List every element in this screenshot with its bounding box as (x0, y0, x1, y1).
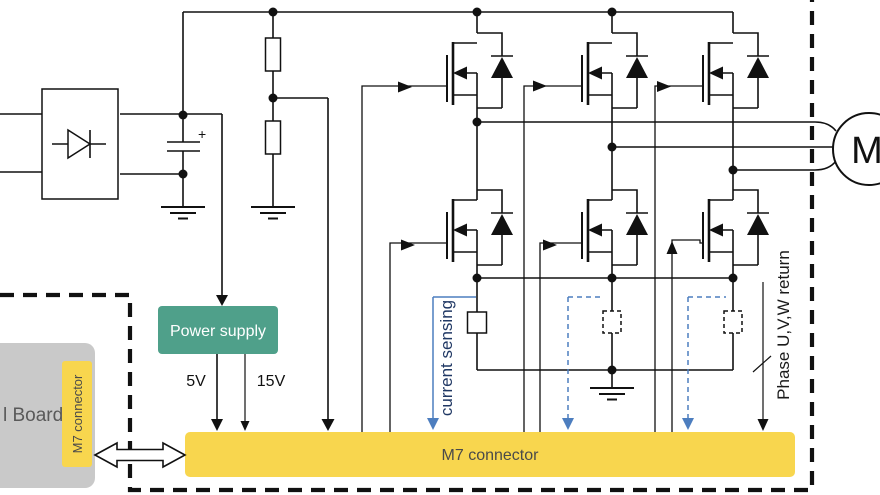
control-board-block: l Board M7 connector (0, 343, 95, 488)
supply-5v-label: 5V (186, 373, 206, 390)
phase-return-label: Phase U,V,W return (774, 250, 793, 400)
current-sensing-label: current sensing (437, 300, 456, 416)
control-board-label: l Board (3, 405, 63, 426)
ground-icon (250, 206, 296, 220)
ground-icon (160, 206, 206, 220)
gate-drive-lines (361, 80, 703, 432)
current-sense-lines (427, 296, 726, 430)
board-m7-connector-strip (62, 361, 92, 467)
power-supply-label: Power supply (170, 323, 266, 340)
resistor-top (264, 37, 282, 72)
m7-connector-label: M7 connector (442, 447, 540, 464)
rectifier-block (41, 88, 119, 200)
capacitor-plus-label: + (198, 126, 206, 142)
bridge-wires (476, 95, 734, 388)
mosfet-low-v (580, 188, 650, 267)
mosfet-high-u (445, 31, 515, 110)
mosfet-low-w (701, 188, 771, 267)
junction-dots (178, 7, 738, 375)
mosfet-low-u (445, 188, 515, 267)
mosfet-high-w (701, 31, 771, 110)
rectifier-diode-icon (52, 128, 106, 160)
motor-label: M (851, 130, 880, 172)
shunt-resistor-optional-v (602, 310, 622, 334)
divider-resistors (264, 37, 282, 155)
board-connector-link-arrow (93, 441, 187, 469)
supply-15v-label: 15V (257, 373, 286, 390)
shunt-resistor-main (466, 311, 488, 334)
shunt-resistor-optional-w (723, 310, 743, 334)
ground-icon (589, 387, 635, 401)
board-m7-connector-label: M7 connector (70, 374, 85, 453)
supply-lines (183, 97, 335, 431)
motor-symbol: M (832, 112, 880, 186)
board-boundary-dashed (0, 0, 815, 493)
mosfet-high-v (580, 31, 650, 110)
power-supply-block: Power supply (158, 306, 278, 354)
phase-lines (477, 121, 837, 171)
dc-link-capacitor: + (198, 126, 206, 142)
phase-return-line (752, 282, 772, 431)
resistor-bottom (264, 120, 282, 155)
m7-connector-bar: M7 connector (185, 432, 795, 477)
